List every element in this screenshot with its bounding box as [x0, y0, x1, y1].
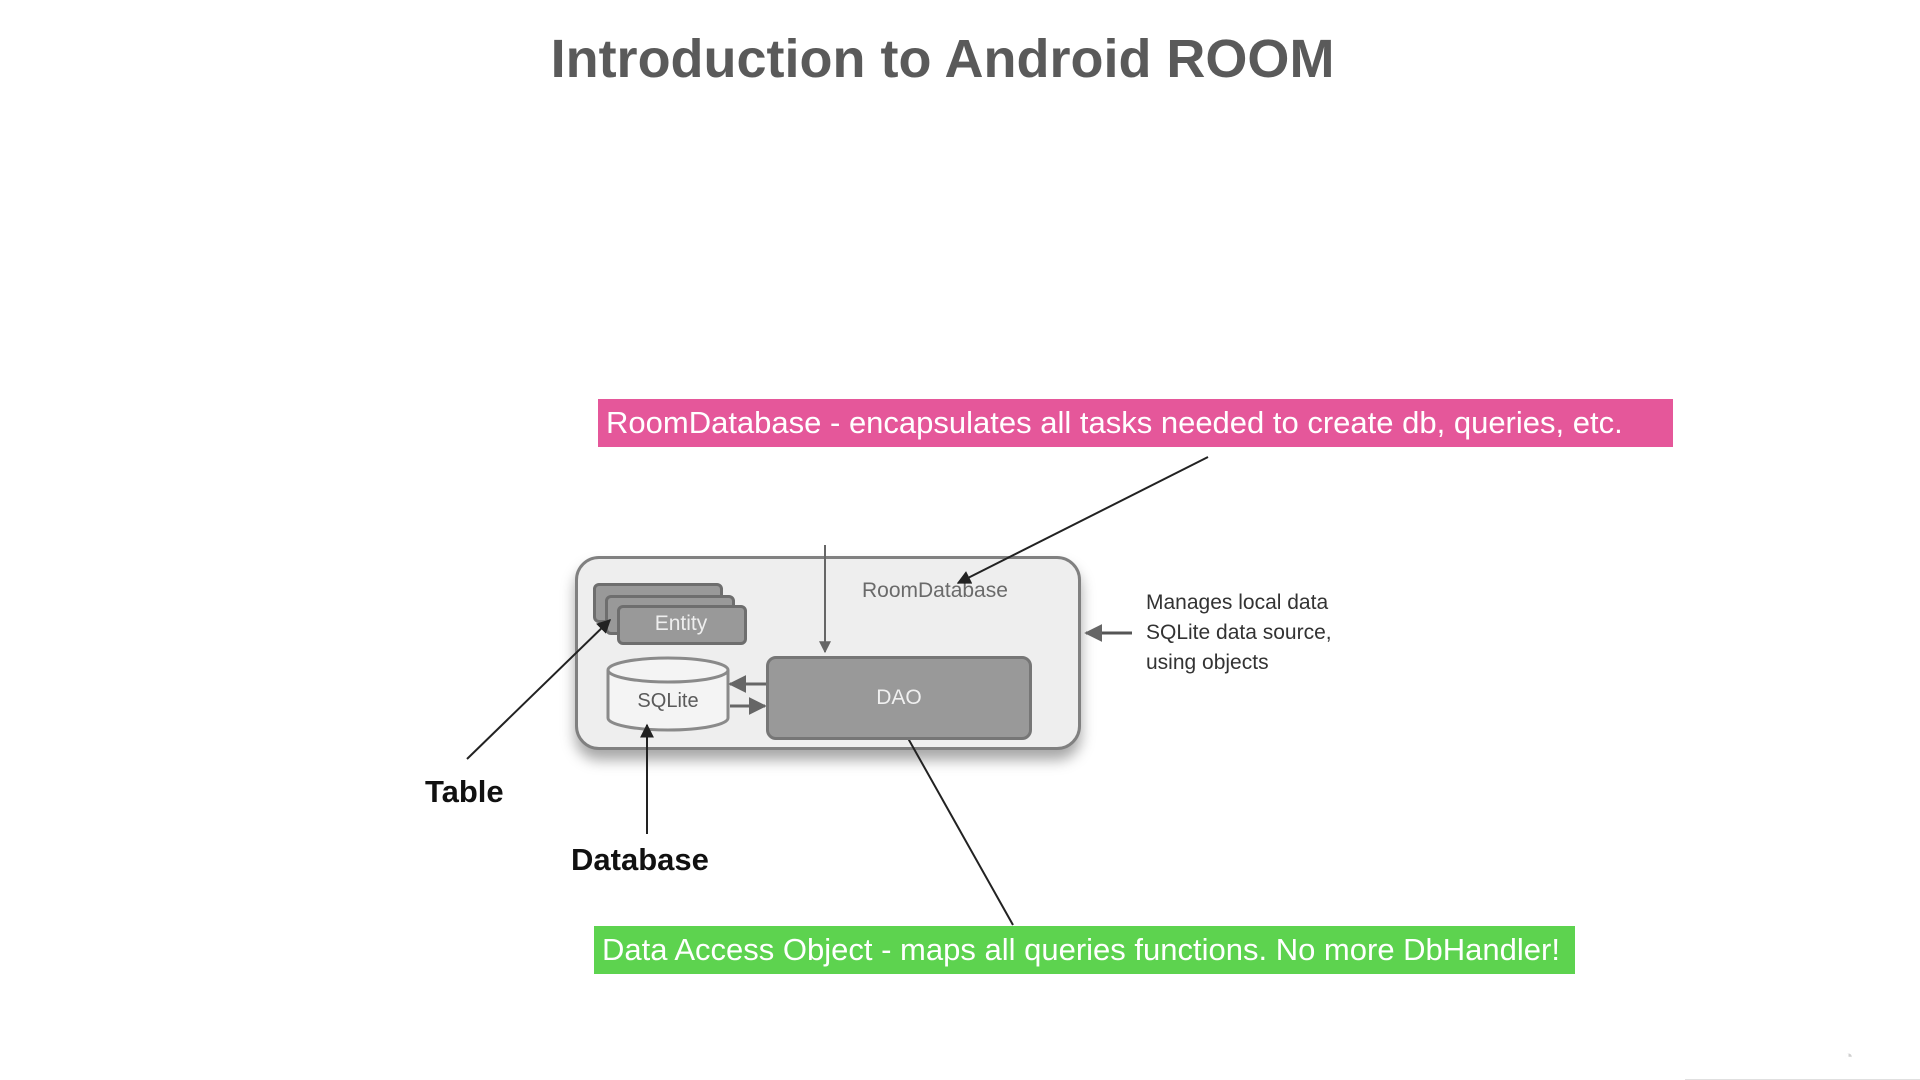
table-pointer	[466, 619, 612, 760]
note-line: SQLite data source,	[1146, 621, 1332, 644]
note-line: using objects	[1146, 651, 1269, 674]
database-callout: Database	[571, 842, 709, 877]
room-database-note: Manages local data SQLite data source, u…	[1146, 588, 1332, 678]
slide-title: Introduction to Android ROOM	[550, 29, 1335, 89]
room-banner-pointer	[956, 456, 1209, 584]
entity-card-front	[617, 605, 747, 645]
room-database-banner: RoomDatabase - encapsulates all tasks ne…	[598, 399, 1673, 447]
dao-box: DAO	[766, 656, 1032, 740]
entity-label: Entity	[654, 612, 708, 635]
room-database-label: RoomDatabase	[862, 579, 1008, 602]
dao-label: DAO	[876, 686, 922, 709]
dao-banner-pointer	[899, 722, 1014, 926]
note-line: Manages local data	[1146, 591, 1329, 614]
watermark-logo-icon: ◔	[1844, 1048, 1854, 1065]
sqlite-label: SQLite	[637, 690, 699, 712]
table-callout: Table	[425, 774, 504, 809]
sqlite-cylinder-icon	[606, 656, 730, 732]
dao-banner: Data Access Object - maps all queries fu…	[594, 926, 1575, 974]
